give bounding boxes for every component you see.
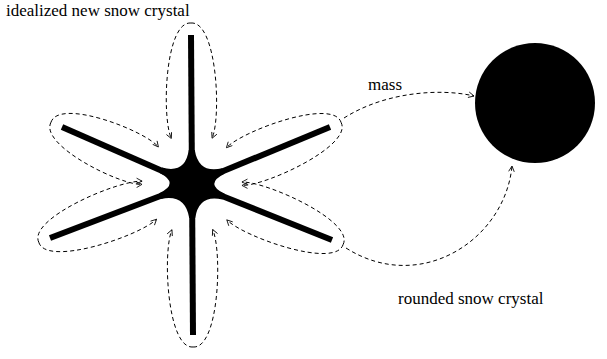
- mass-flow-arrow: [39, 219, 157, 251]
- mass-flow-arrow: [191, 23, 217, 138]
- figure-label: rounded snow crystal: [398, 290, 543, 309]
- mass-flow-arrow: [226, 114, 341, 148]
- rounded-crystal: [475, 43, 595, 163]
- mass-flow-arrow: [50, 122, 142, 184]
- mass-flow-arrow: [38, 181, 142, 242]
- mass-flow-arrow: [166, 23, 191, 139]
- mass-flow-arrow: [193, 230, 218, 348]
- mass-transfer-arrow: [344, 92, 474, 118]
- mass-flow-arrow: [51, 113, 158, 147]
- snow-crystal: [50, 35, 332, 335]
- mass-transfer-arrow: [346, 166, 512, 265]
- crystal-core: [159, 150, 225, 218]
- mass-flow-arrow: [242, 122, 342, 185]
- mass-flow-arrow: [242, 182, 344, 244]
- mass-flow-arrow: [167, 230, 193, 347]
- mass-flow-arrow: [227, 220, 343, 254]
- flow-label: mass: [368, 76, 402, 95]
- figure-label: idealized new snow crystal: [6, 2, 190, 21]
